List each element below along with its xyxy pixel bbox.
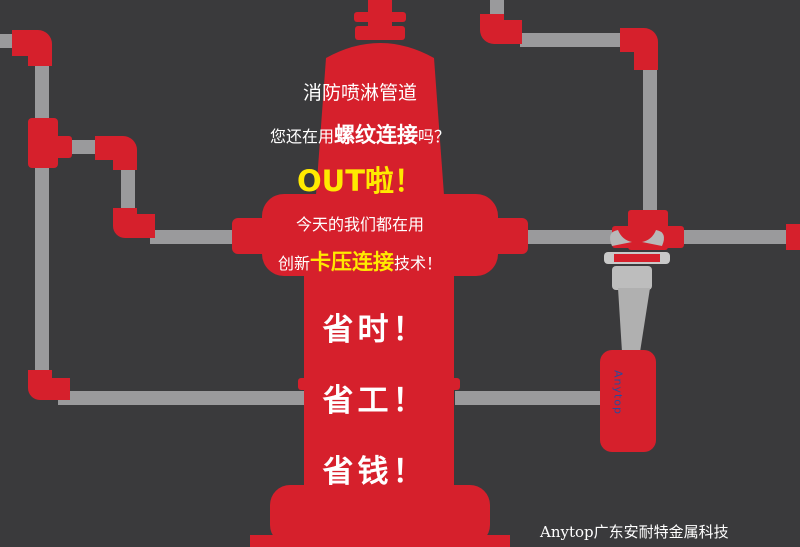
line-2-bold: 螺纹连接 [334, 123, 418, 147]
slogan-save-labor: 省工！ [322, 383, 428, 419]
press-tool [600, 230, 670, 452]
slogan-save-money: 省钱！ [322, 454, 428, 490]
line-1: 消防喷淋管道 [302, 82, 417, 104]
line-5: 创新卡压连接技术！ [180, 246, 540, 276]
tool-brand-label: Anytop [611, 369, 625, 416]
slogan-save-time: 省时！ [322, 312, 428, 348]
line-5-post: 技术！ [394, 254, 443, 273]
line-2-pre: 您还在用 [269, 127, 334, 146]
line-5-pre: 创新 [277, 254, 310, 273]
line-2-post: 吗？ [418, 127, 451, 146]
line-4: 今天的我们都在用 [295, 215, 424, 234]
line-2: 您还在用螺纹连接吗？ [180, 119, 540, 149]
footer-company: Anytop广东安耐特金属科技 [540, 523, 729, 541]
hydrant-body [232, 0, 528, 547]
line-5-bold: 卡压连接 [310, 250, 394, 274]
line-3: OUT啦！ [297, 164, 423, 198]
